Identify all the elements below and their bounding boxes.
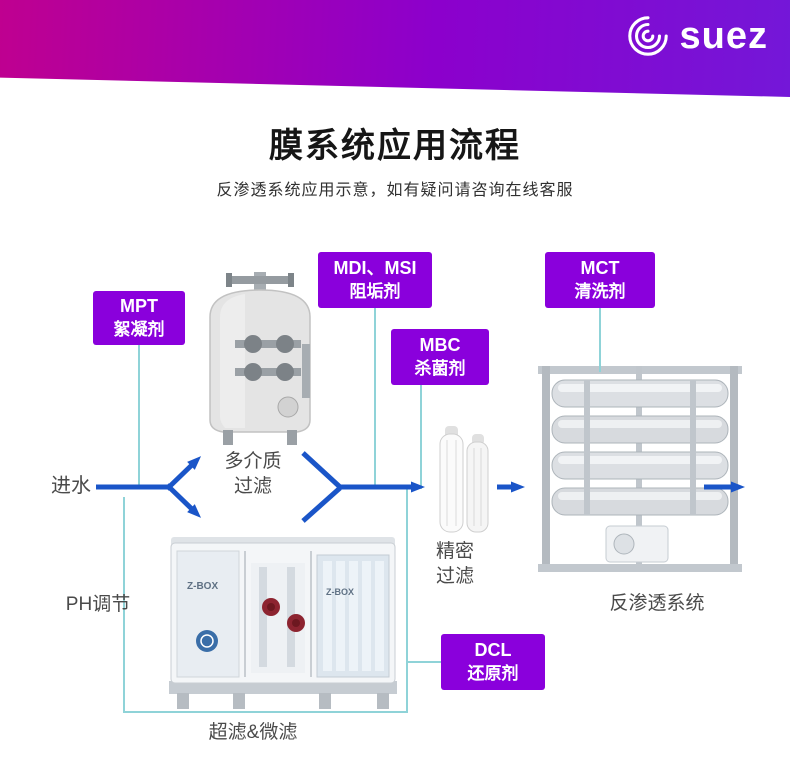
chem-box-mct: MCT 清洗剂 <box>545 252 655 308</box>
label-precision-filter-line1: 精密 <box>435 541 474 562</box>
suez-logo: suez <box>625 13 768 59</box>
label-ph-adjust: PH调节 <box>65 594 131 615</box>
suez-swirl-icon <box>627 16 668 56</box>
label-precision-filter: 精密 过滤 <box>415 540 495 589</box>
label-multimedia-filter-line1: 多介质 <box>224 451 282 472</box>
chem-box-mdi-msi-code: MDI、MSI <box>333 258 417 279</box>
zbox-machine-label-2: Z-BOX <box>326 587 354 597</box>
chem-box-mdi-msi: MDI、MSI 阻垢剂 <box>318 252 432 308</box>
chem-box-mbc-name: 杀菌剂 <box>414 358 466 378</box>
chem-box-mpt: MPT 絮凝剂 <box>93 291 185 345</box>
chem-box-mpt-name: 絮凝剂 <box>113 319 165 339</box>
label-inlet: 进水 <box>51 475 91 497</box>
ro-system-image <box>538 366 742 572</box>
label-precision-filter-line2: 过滤 <box>435 565 474 587</box>
chem-box-mbc-code: MBC <box>419 335 461 356</box>
precision-filter-image <box>439 426 489 533</box>
suez-logo-text: suez <box>679 15 768 57</box>
chem-box-dcl-name: 还原剂 <box>467 663 519 683</box>
label-ro-system: 反渗透系统 <box>609 593 705 614</box>
chem-box-mdi-msi-name: 阻垢剂 <box>349 281 401 301</box>
label-multimedia-filter-line2: 过滤 <box>233 475 272 497</box>
chem-box-dcl: DCL 还原剂 <box>441 634 545 690</box>
header-banner: suez <box>0 0 790 97</box>
chem-box-mct-code: MCT <box>580 258 620 279</box>
chem-box-mct-name: 清洗剂 <box>574 281 626 301</box>
chem-box-dcl-code: DCL <box>474 640 512 661</box>
zbox-machine-label: Z-BOX <box>187 581 218 592</box>
multimedia-filter-image <box>209 272 311 445</box>
uf-zbox-image: Z-BOX Z-BOX <box>169 537 397 709</box>
page-subtitle: 反渗透系统应用示意，如有疑问请咨询在线客服 <box>216 182 574 199</box>
label-multimedia-filter: 多介质 过滤 <box>203 450 303 499</box>
chem-box-mpt-code: MPT <box>120 296 158 317</box>
chem-box-mbc: MBC 杀菌剂 <box>391 329 489 385</box>
label-uf-mf: 超滤&微滤 <box>208 722 298 743</box>
page-title: 膜系统应用流程 <box>269 127 521 165</box>
